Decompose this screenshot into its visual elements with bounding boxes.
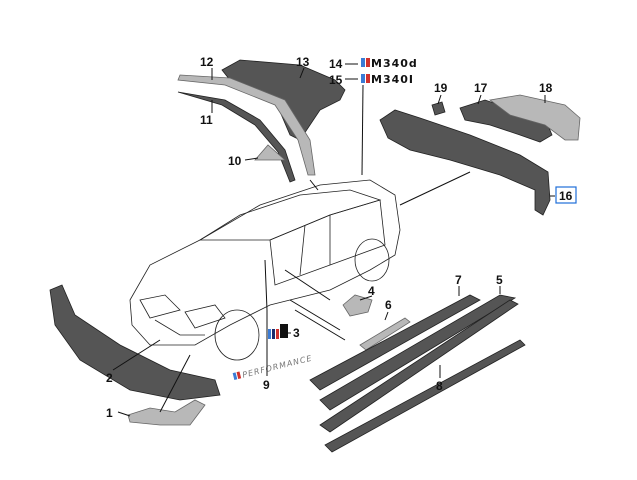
- callout-6[interactable]: 6: [385, 298, 392, 312]
- callout-9[interactable]: 9: [263, 378, 270, 392]
- part-6-trim-strip[interactable]: [359, 317, 411, 351]
- callout-8[interactable]: 8: [436, 379, 443, 393]
- callout-10[interactable]: 10: [228, 154, 242, 168]
- callout-3[interactable]: 3: [293, 326, 300, 340]
- callout-11[interactable]: 11: [200, 113, 213, 127]
- part-18-diffuser-insert[interactable]: [489, 94, 581, 141]
- part-7-side-skirt[interactable]: [309, 294, 481, 391]
- badge-performance-text: PERFORMANCE: [241, 354, 313, 380]
- callout-labels: 12 13 11 10 14 15 19 17 18 16 7 5 4 6 3 …: [106, 55, 577, 420]
- part-12-trunk-spoiler[interactable]: [177, 74, 316, 176]
- callout-14[interactable]: 14: [329, 57, 343, 71]
- leader-lines: [112, 63, 555, 417]
- badge-m340i[interactable]: M340I: [361, 73, 414, 86]
- callout-16-highlight: [555, 186, 577, 204]
- callout-12[interactable]: 12: [200, 55, 214, 69]
- part-1-splitter-end[interactable]: [127, 399, 206, 426]
- callout-4[interactable]: 4: [368, 284, 375, 298]
- callout-2[interactable]: 2: [106, 371, 113, 385]
- callout-7[interactable]: 7: [455, 273, 462, 287]
- part-2-front-splitter[interactable]: [49, 284, 221, 401]
- badge-m340i-text: M340I: [371, 73, 414, 86]
- part-4-mirror-cap[interactable]: [342, 294, 373, 317]
- car-outline: [129, 179, 401, 361]
- callout-15[interactable]: 15: [329, 73, 343, 87]
- part-8-side-stripe-lower[interactable]: [324, 339, 526, 453]
- callout-17[interactable]: 17: [474, 81, 488, 95]
- callout-13[interactable]: 13: [296, 55, 310, 69]
- part-16-rear-diffuser[interactable]: [379, 109, 551, 216]
- badge-m340d[interactable]: M340d: [361, 57, 418, 70]
- part-5-side-skirt[interactable]: [319, 294, 517, 411]
- callout-16[interactable]: 16: [559, 189, 573, 203]
- badge-m340d-text: M340d: [371, 57, 418, 70]
- part-11-spoiler-lip[interactable]: [177, 91, 296, 183]
- callout-1[interactable]: 1: [106, 406, 113, 420]
- callout-5[interactable]: 5: [496, 273, 503, 287]
- part-8-side-stripe[interactable]: [319, 299, 519, 433]
- badge-3[interactable]: [268, 324, 288, 339]
- badge-performance[interactable]: PERFORMANCE: [232, 354, 314, 382]
- callout-19[interactable]: 19: [434, 81, 448, 95]
- part-10-mirror-cap[interactable]: [254, 144, 287, 161]
- callout-18[interactable]: 18: [539, 81, 553, 95]
